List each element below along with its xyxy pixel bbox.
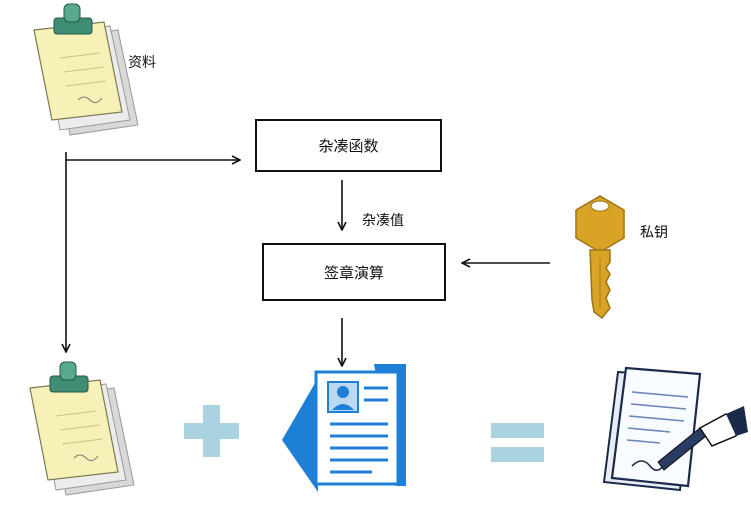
document-label: 资料 xyxy=(128,55,156,71)
document-copy-icon xyxy=(29,361,135,496)
flow-arrows xyxy=(66,152,550,366)
private-key-label: 私钥 xyxy=(640,225,668,241)
signature-algorithm-label: 签章演算 xyxy=(323,263,384,282)
key-icon xyxy=(575,195,625,320)
signature-algorithm-box: 签章演算 xyxy=(262,243,446,301)
hash-value-label: 杂凑值 xyxy=(362,213,404,229)
signature-icon xyxy=(282,364,406,492)
document-icon xyxy=(33,3,139,136)
equals-icon xyxy=(491,423,544,462)
hash-function-box: 杂凑函数 xyxy=(255,119,442,172)
hash-function-label: 杂凑函数 xyxy=(318,137,379,155)
signed-document-icon xyxy=(602,366,748,492)
plus-icon xyxy=(184,405,239,457)
